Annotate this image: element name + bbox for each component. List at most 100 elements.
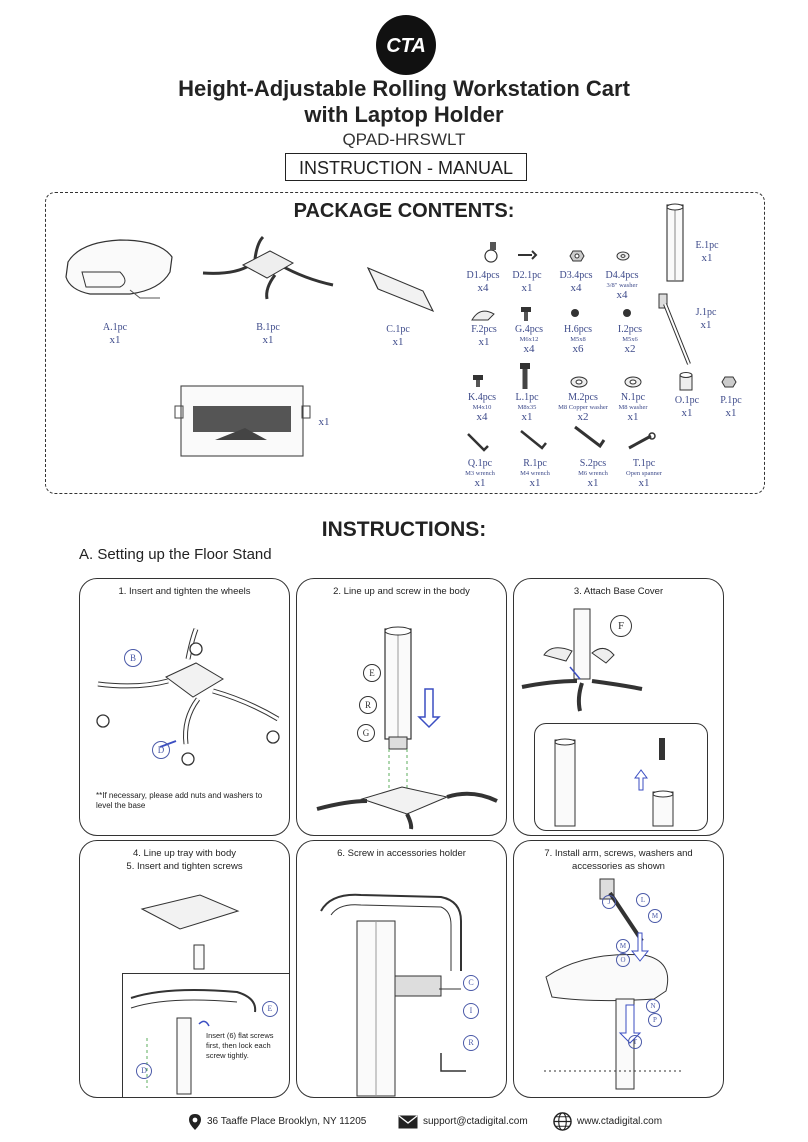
part-spec: M5x6 [622, 336, 638, 343]
callout-g: G [357, 724, 375, 742]
part-g-label-group: G.4pcs M6x12 x4 [504, 324, 554, 355]
part-j-label-group: J.1pc x1 [681, 307, 731, 331]
part-p-label-group: P.1pc x1 [706, 395, 756, 419]
part-qty: x1 [109, 334, 121, 346]
part-d1-label-group: D1.4pcs x4 [458, 270, 508, 294]
callout-n: N [646, 999, 660, 1013]
step-1-panel: 1. Insert and tighten the wheels B D **I… [79, 578, 290, 836]
part-d3-label-group: D3.4pcs x4 [551, 270, 601, 294]
washer-icon [616, 251, 630, 261]
part-qty: x1 [521, 282, 533, 294]
callout-m: M [648, 909, 662, 923]
part-qty: x4 [523, 343, 535, 355]
part-label: A.1pc [102, 322, 128, 333]
part-qty: x1 [627, 411, 639, 423]
step-3-caption: 3. Attach Base Cover [573, 586, 664, 597]
part-label: S.2pcs [579, 458, 607, 469]
part-label: T.1pc [632, 458, 656, 469]
step-3-detail-diagram [554, 738, 674, 827]
part-qty: x1 [474, 477, 486, 489]
part-label: G.4pcs [514, 324, 544, 335]
part-t-label-group: T.1pc Open spanner x1 [616, 458, 672, 489]
globe-icon [553, 1112, 572, 1131]
part-qty: x1 [262, 334, 274, 346]
part-i-label-group: I.2pcs M5x6 x2 [605, 324, 655, 355]
part-spec: M8 Copper washer [558, 404, 608, 411]
bolt-l-icon [520, 363, 530, 389]
callout-i: I [463, 1003, 479, 1019]
step-2-diagram [316, 626, 498, 830]
part-qty: x2 [624, 343, 636, 355]
part-label: D1.4pcs [466, 270, 500, 281]
manual-label: INSTRUCTION - MANUAL [285, 153, 527, 181]
part-label: D2.1pc [512, 270, 542, 281]
step-4-caption: 4. Line up tray with body [133, 848, 236, 859]
base-cover-icon [471, 310, 495, 321]
part-label: E.1pc [695, 240, 719, 251]
allen-key-s-icon [574, 425, 606, 449]
part-n-label-group: N.1pc M8 washer x1 [608, 392, 658, 423]
page-title-line2: with Laptop Holder [304, 102, 504, 127]
part-b-label-group: B.1pc x1 [243, 322, 293, 346]
callout-j: J [602, 895, 616, 909]
part-label: C.1pc [386, 324, 410, 335]
wrench-icon [518, 250, 538, 260]
tray-qty: x1 [318, 416, 330, 428]
tray-drawing [174, 385, 311, 457]
part-label: Q.1pc [467, 458, 493, 469]
callout-c: C [463, 975, 479, 991]
part-qty: x4 [570, 282, 582, 294]
washer-n-icon [624, 376, 642, 388]
footer-website[interactable]: www.ctadigital.com [577, 1116, 663, 1127]
part-d2-label-group: D2.1pc x1 [502, 270, 552, 294]
part-spec: M5x8 [570, 336, 586, 343]
part-label: K.4pcs [467, 392, 497, 403]
step-5-caption: 5. Insert and tighten screws [126, 861, 243, 872]
nut-icon [569, 250, 585, 262]
part-label: H.6pcs [563, 324, 593, 335]
part-a-tray-top-drawing [65, 239, 173, 299]
part-label: R.1pc [523, 458, 547, 469]
step-3-panel: 3. Attach Base Cover F [513, 578, 724, 836]
part-l-label-group: L.1pc M8x35 x1 [502, 392, 552, 423]
part-label: B.1pc [256, 322, 280, 333]
spanner-t-icon [628, 432, 656, 450]
callout-p: P [648, 1013, 662, 1027]
part-qty: x1 [701, 252, 713, 264]
part-spec: M8 washer [618, 404, 648, 411]
part-label: F.2pcs [471, 324, 497, 335]
instructions-title: INSTRUCTIONS: [321, 518, 487, 541]
step-5-note: Insert (6) flat screws first, then lock … [206, 1031, 274, 1060]
part-q-label-group: Q.1pc M3 wrench x1 [455, 458, 505, 489]
part-spec: M3 wrench [465, 470, 495, 477]
screw-h-icon [571, 309, 579, 317]
part-qty: x1 [725, 407, 737, 419]
step-4-5-panel: 4. Line up tray with body 5. Insert and … [79, 840, 290, 1098]
step-7-panel: 7. Install arm, screws, washers and acce… [513, 840, 724, 1098]
footer-address: 36 Taaffe Place Brooklyn, NY 11205 [207, 1116, 367, 1127]
allen-key-r-icon [520, 430, 547, 450]
part-d4-label-group: D4.4pcs 3/8" washer x4 [597, 270, 647, 301]
part-label: I.2pcs [617, 324, 643, 335]
footer-email[interactable]: support@ctadigital.com [423, 1116, 528, 1127]
page-title-line1: Height-Adjustable Rolling Workstation Ca… [178, 76, 630, 101]
wheel-icon [484, 242, 498, 263]
part-c-holder-drawing [366, 266, 435, 313]
part-j-arm-drawing [658, 293, 691, 365]
section-a-heading: A. Setting up the Floor Stand [79, 546, 272, 563]
screw-k-icon [473, 375, 483, 387]
part-s-label-group: S.2pcs M6 wrench x1 [568, 458, 618, 489]
part-e-column-drawing [666, 203, 684, 282]
callout-o: O [616, 953, 630, 967]
part-spec: M6 wrench [578, 470, 608, 477]
part-b-base-drawing [202, 235, 334, 300]
washer-m-icon [570, 376, 588, 388]
part-label: J.1pc [695, 307, 717, 318]
callout-t: T [628, 1035, 642, 1049]
part-spec: M8x35 [517, 404, 537, 411]
step-2-panel: 2. Line up and screw in the body E R G [296, 578, 507, 836]
step-3-diagram-top [521, 608, 643, 712]
step-6-panel: 6. Screw in accessories holder C I R [296, 840, 507, 1098]
location-pin-icon [189, 1114, 201, 1130]
part-spec: M4 wrench [520, 470, 550, 477]
